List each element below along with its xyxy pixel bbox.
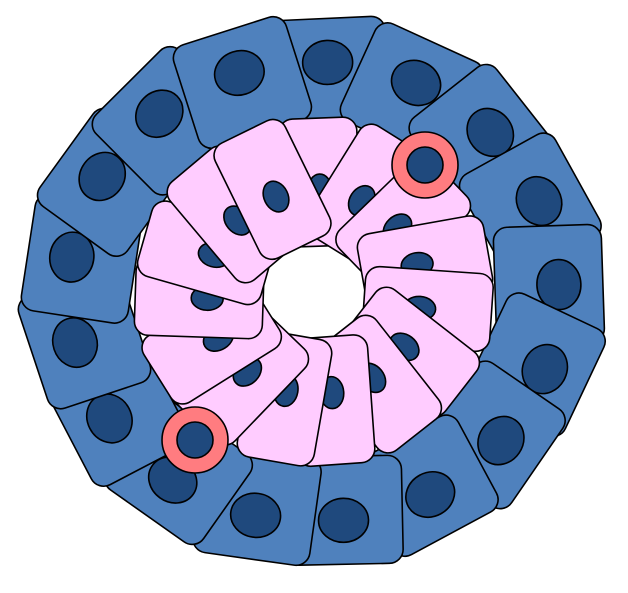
highlighted-cell [392, 132, 458, 198]
outer-cell-layer [15, 13, 610, 567]
nucleus [318, 498, 369, 543]
highlighted-nucleus [177, 422, 213, 458]
highlighted-nucleus [407, 147, 443, 183]
highlighted-cell [162, 407, 228, 473]
